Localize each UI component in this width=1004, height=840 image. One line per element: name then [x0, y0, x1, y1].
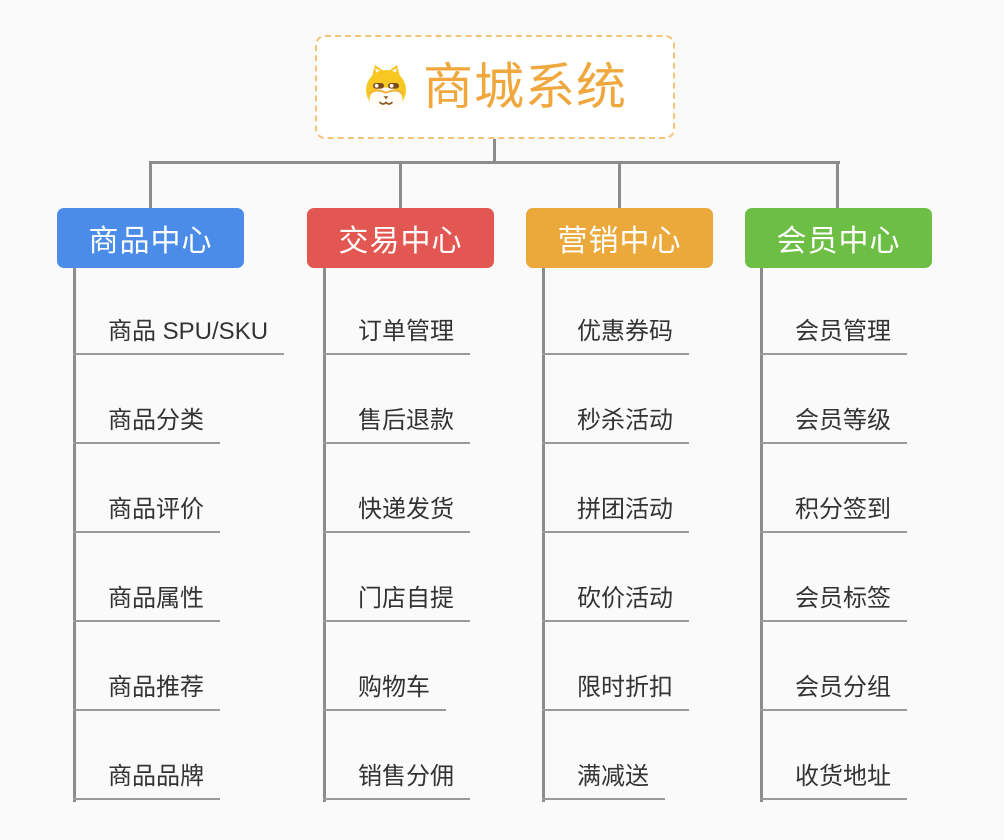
leaf-member-management[interactable]: 会员管理 [760, 317, 907, 355]
leaf-shipping-address[interactable]: 收货地址 [760, 762, 907, 800]
branch-trade-center[interactable]: 交易中心 [307, 208, 494, 268]
leaf-shopping-cart[interactable]: 购物车 [323, 673, 446, 711]
leaf-flash-sale[interactable]: 秒杀活动 [542, 406, 689, 444]
connector-drop-trade [399, 161, 402, 208]
leaf-bargain-activity[interactable]: 砍价活动 [542, 584, 689, 622]
column-spine-trade [323, 268, 326, 802]
leaf-store-pickup[interactable]: 门店自提 [323, 584, 470, 622]
leaf-product-review[interactable]: 商品评价 [73, 495, 220, 533]
connector-drop-member [836, 161, 839, 208]
leaf-sales-commission[interactable]: 销售分佣 [323, 762, 470, 800]
branch-marketing-center[interactable]: 营销中心 [526, 208, 713, 268]
leaf-express-delivery[interactable]: 快递发货 [323, 495, 470, 533]
column-spine-member [760, 268, 763, 802]
leaf-product-brand[interactable]: 商品品牌 [73, 762, 220, 800]
connector-root-stem [493, 139, 496, 164]
connector-drop-product [149, 161, 152, 208]
branch-product-center[interactable]: 商品中心 [57, 208, 244, 268]
leaf-member-group[interactable]: 会员分组 [760, 673, 907, 711]
leaf-group-buy[interactable]: 拼团活动 [542, 495, 689, 533]
leaf-member-tag[interactable]: 会员标签 [760, 584, 907, 622]
leaf-limited-time-discount[interactable]: 限时折扣 [542, 673, 689, 711]
root-title: 商城系统 [423, 59, 627, 115]
leaf-product-spu-sku[interactable]: 商品 SPU/SKU [73, 317, 285, 355]
leaf-member-level[interactable]: 会员等级 [760, 406, 907, 444]
leaf-order-management[interactable]: 订单管理 [323, 317, 470, 355]
column-spine-product [73, 268, 76, 802]
leaf-product-attribute[interactable]: 商品属性 [73, 584, 220, 622]
column-spine-marketing [542, 268, 545, 802]
leaf-product-category[interactable]: 商品分类 [73, 406, 220, 444]
connector-drop-marketing [618, 161, 621, 208]
shiba-dog-icon [366, 65, 406, 111]
leaf-points-checkin[interactable]: 积分签到 [760, 495, 907, 533]
branch-member-center[interactable]: 会员中心 [745, 208, 932, 268]
root-node[interactable]: 商城系统 [315, 35, 675, 139]
leaf-spend-and-save[interactable]: 满减送 [542, 762, 665, 800]
leaf-product-recommend[interactable]: 商品推荐 [73, 673, 220, 711]
leaf-coupon-code[interactable]: 优惠券码 [542, 317, 689, 355]
connector-horizontal-bar [149, 161, 840, 164]
leaf-aftersale-refund[interactable]: 售后退款 [323, 406, 470, 444]
